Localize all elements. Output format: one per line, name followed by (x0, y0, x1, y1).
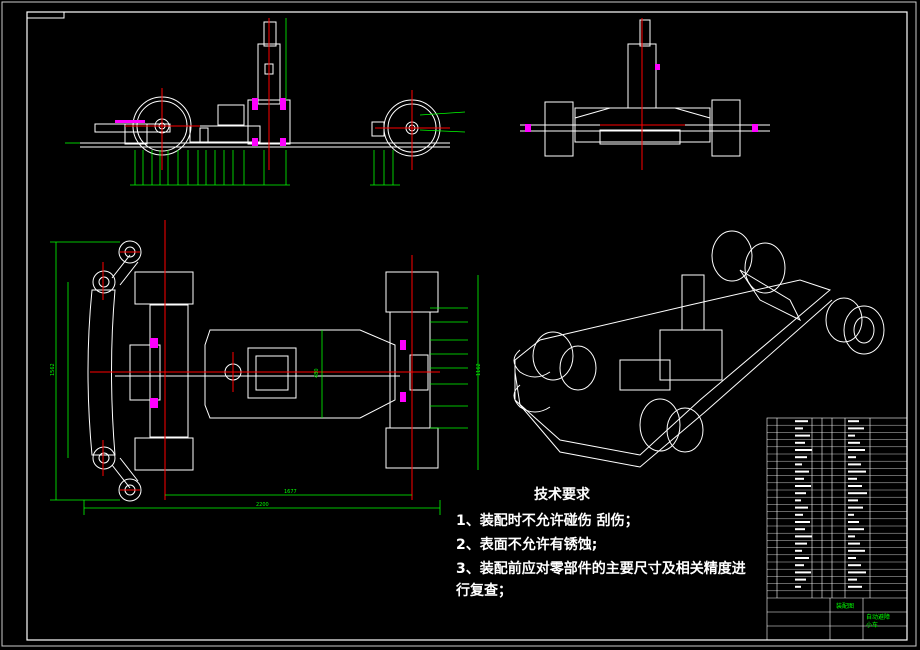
bom-mark (848, 427, 864, 430)
bom-mark (795, 449, 812, 451)
bom-mark (848, 506, 863, 509)
top-view-centerlines (90, 220, 440, 500)
dim-wheelbase: 1677 (284, 489, 297, 495)
bom-mark (848, 521, 859, 523)
bom-mark (848, 449, 865, 451)
bom-mark (848, 470, 866, 473)
bom-mark (795, 578, 806, 581)
bom-mark (795, 485, 811, 487)
bom-mark (795, 571, 811, 574)
bom-mark (795, 535, 812, 538)
bom-mark (795, 521, 810, 523)
top-view-dimensions (50, 241, 479, 515)
bom-mark (795, 557, 809, 559)
corner-mark (27, 12, 65, 19)
dim-overall-length: 2200 (256, 502, 269, 508)
dim-middle-width: 480 (314, 368, 320, 378)
inner-border (26, 11, 908, 641)
bom-mark (848, 477, 857, 480)
bom-mark (848, 535, 855, 538)
bom-mark (795, 528, 805, 531)
bom-mark (848, 549, 865, 552)
bom-mark (795, 477, 804, 480)
tech-requirements-title: 技术要求 (534, 487, 590, 503)
bom-mark (795, 499, 801, 502)
bom-mark (795, 513, 803, 516)
bom-mark (848, 585, 862, 588)
bom-mark (848, 542, 860, 545)
tech-note-3: 3、装配前应对零部件的主要尺寸及相关精度进 (456, 561, 746, 577)
bom-mark (795, 463, 802, 466)
bom-mark (848, 578, 857, 581)
bom-mark (795, 564, 804, 567)
front-view-parts (525, 64, 758, 132)
bom-mark (848, 499, 858, 502)
bom-mark (795, 470, 809, 473)
tech-note-2: 2、表面不允许有锈蚀; (456, 537, 598, 553)
tech-note-1: 1、装配时不允许碰伤 刮伤； (456, 513, 639, 529)
bom-mark (848, 492, 867, 495)
bom-mark (848, 420, 859, 423)
bom-mark (795, 434, 810, 437)
side-view-parts (115, 98, 286, 146)
bom-mark (795, 549, 802, 552)
bom-mark (795, 542, 807, 545)
bom-mark (795, 506, 808, 509)
bom-mark (848, 564, 861, 567)
bom-mark (795, 492, 806, 495)
product-name-line1: 自动避障 (866, 614, 891, 621)
side-view-leaders (65, 18, 466, 186)
bom-mark (848, 463, 861, 466)
dim-width-right: 1162 (476, 363, 482, 376)
bom-mark (848, 485, 862, 487)
bom-mark (848, 528, 864, 531)
isometric-view (513, 230, 885, 468)
dimension-labels: 2200 1677 1562 1162 480 (50, 363, 482, 508)
bom-mark (795, 441, 805, 444)
bom-mark (848, 513, 854, 516)
bom-mark (848, 434, 855, 437)
bom-mark (795, 427, 803, 430)
front-view-centerlines (600, 18, 685, 170)
product-name-line2: 小车 (866, 622, 879, 629)
top-view-parts (150, 338, 406, 408)
bom-mark (848, 456, 856, 459)
dim-width-left: 1562 (50, 363, 56, 376)
bom-mark (848, 557, 856, 559)
drawing-name: 装配图 (836, 603, 855, 610)
tech-note-4: 行复查； (456, 583, 512, 599)
bom-mark (795, 456, 807, 459)
bom-mark (795, 420, 808, 423)
bom-mark (848, 441, 860, 444)
side-view-centerlines (125, 18, 450, 170)
bom-mark (795, 585, 801, 588)
bom-mark (848, 571, 866, 574)
